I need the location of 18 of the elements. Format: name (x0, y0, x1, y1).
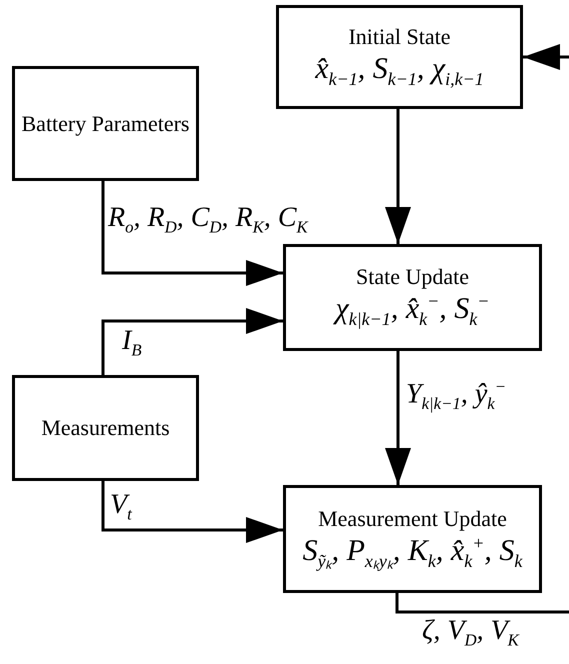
math-expression: S$_{ỹₖ}$, P$_{xₖyₖ}$, K$_{k}$, x̂$_{k}$$^{+}$, S$_{k}$ (302, 532, 522, 572)
arrow (385, 109, 411, 244)
box-title: Battery Parameters (22, 110, 190, 136)
process-box (283, 485, 542, 593)
box-title: State Update (356, 264, 470, 290)
box-title: Initial State (348, 24, 451, 49)
process-box (12, 375, 199, 481)
process-box (276, 5, 523, 109)
process-box (283, 244, 542, 351)
arrow (102, 181, 283, 286)
math-expression: x̂$_{k−1}$, S$_{k−1}$, χ$_{i,k−1}$ (315, 50, 484, 90)
box-title: Measurements (41, 415, 170, 441)
process-box (12, 66, 199, 181)
arrow (102, 308, 283, 375)
box-title: Measurement Update (318, 506, 507, 531)
arrow (385, 351, 411, 485)
arrow (523, 44, 569, 70)
arrow (102, 481, 283, 543)
